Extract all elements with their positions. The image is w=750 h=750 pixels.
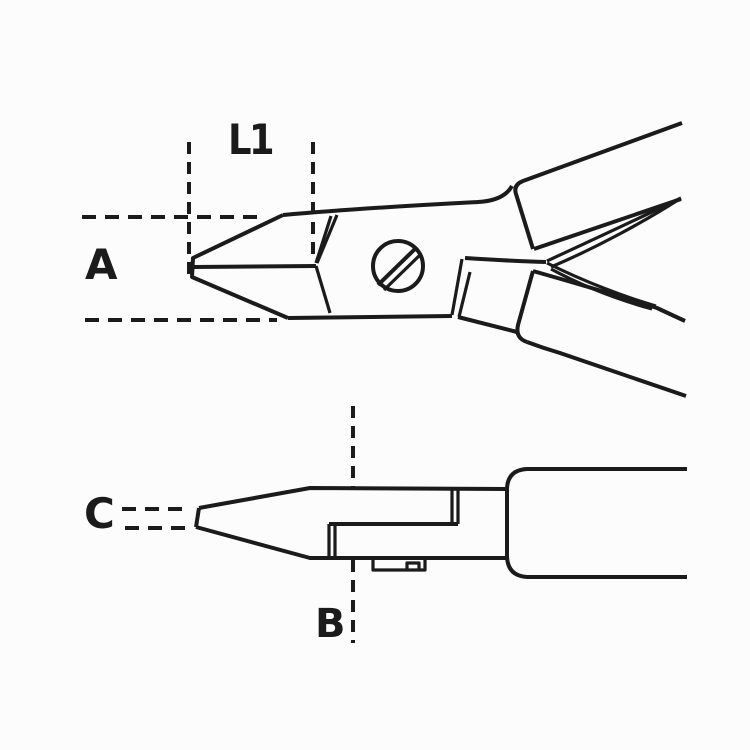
head-bottom-edge [287,314,453,320]
handle-shoulder-line-1 [450,258,464,316]
dimension-label-c: C [84,489,115,538]
spring-upper-blade-top [546,196,682,263]
top-view [122,406,687,643]
nose-bottom-edge [195,525,506,560]
top-view-grip [505,467,687,579]
side-view-dimension-lines [82,142,315,322]
pivot-screw-slot-2 [382,252,423,292]
opening-stop-detail [405,561,421,570]
top-view-dimension-lines [122,406,355,643]
jaw-outline [190,213,289,320]
lower-bevel-edge [314,265,332,314]
spring-upper-blade-bottom [550,198,679,269]
cutting-bevel-edge-1 [314,215,333,264]
lower-grip-boot-edge [515,270,535,344]
pivot-screw [371,239,425,293]
upper-grip-outline [513,121,683,250]
top-view-body [194,486,507,572]
upper-handle-bottom-edge [533,197,682,251]
cutting-bevel-edge-2 [315,214,339,264]
dimension-label-a: A [85,240,118,289]
handle-shoulder-line-2 [457,271,472,318]
spring-lower-blade-top [546,261,657,308]
lower-grip-bottom-edge [526,340,687,398]
side-view-lower-handle [515,269,687,398]
dimension-label-b: B [315,601,346,647]
side-view-upper-handle [513,121,683,251]
opening-stop-outline [371,558,427,572]
nose-tip-face [194,507,201,528]
return-spring [546,196,682,311]
lower-arm-bottom-edge [457,315,518,334]
grip-outline [505,467,687,579]
nose-top-edge [198,486,507,510]
side-view [82,121,687,398]
lower-arm-top-edge [464,256,547,264]
head-top-edge [282,184,514,217]
jaw-center-line [192,264,317,269]
spring-lower-blade-bottom [550,267,653,311]
pivot-screw-slot-1 [376,245,419,287]
dimension-label-l1: L1 [228,115,275,164]
side-view-head [190,184,547,334]
